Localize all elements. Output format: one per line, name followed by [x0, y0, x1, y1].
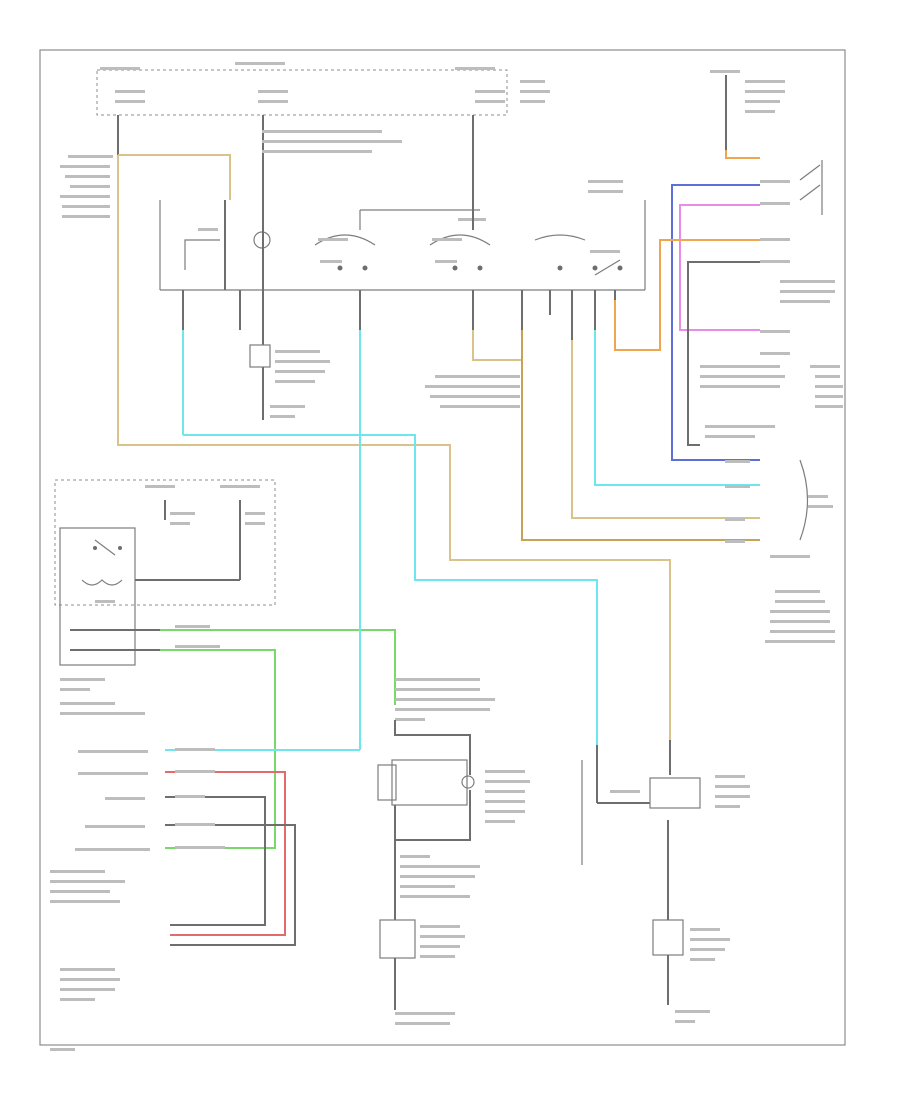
underhood-fuse-block	[96, 62, 550, 116]
fuse-feed-wires	[60, 115, 474, 218]
instrument-panel-connector	[725, 459, 835, 643]
blower-motor	[581, 740, 750, 1023]
long-harness-wires	[117, 154, 671, 745]
control-head-wires	[182, 290, 760, 541]
diagram-frame	[39, 49, 846, 1046]
ground-connector-g101	[249, 344, 330, 420]
compressor-relay-block	[54, 479, 396, 849]
hvac-control-assembly	[159, 180, 646, 291]
compressor-clutch	[377, 678, 530, 1025]
hvac-module-connector	[614, 70, 843, 461]
powertrain-control-module	[50, 380, 361, 1001]
